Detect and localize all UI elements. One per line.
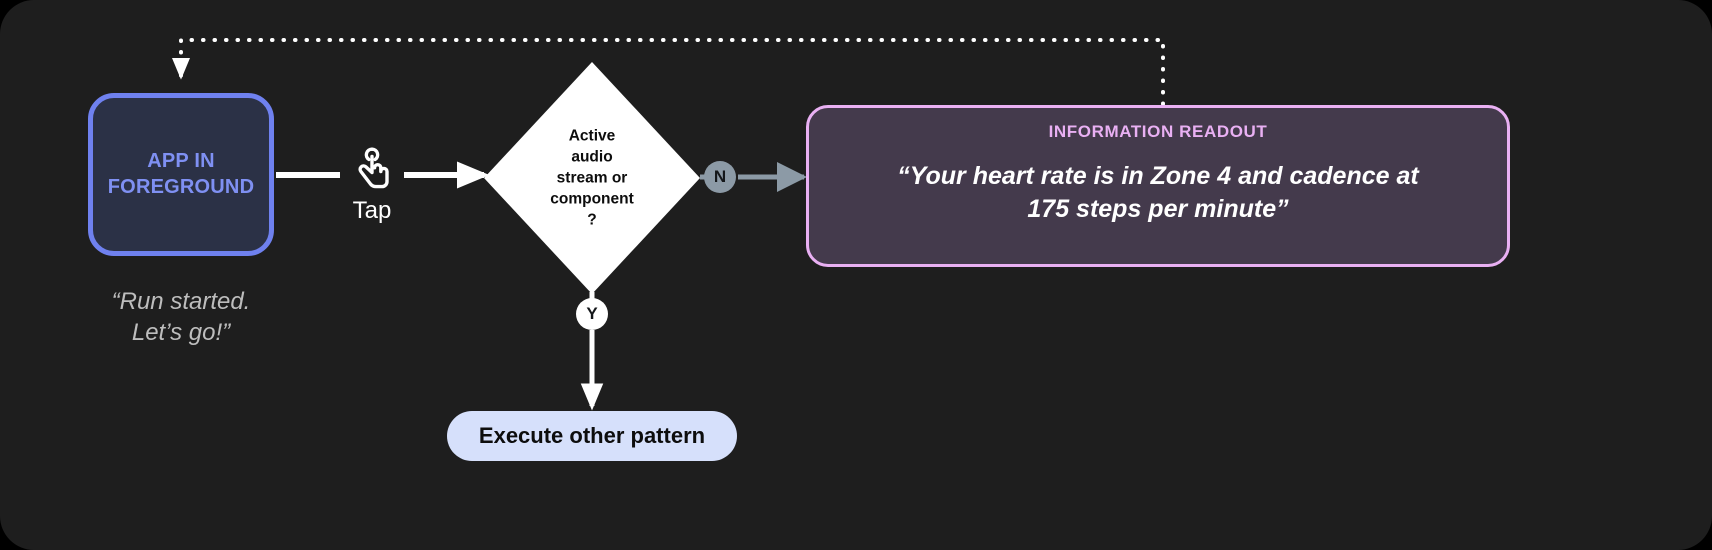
decision-line5: ? bbox=[587, 211, 597, 229]
decision-line4: component bbox=[550, 190, 634, 208]
decision-line1: Active bbox=[568, 127, 616, 145]
node-decision-audio-stream[interactable]: Active audio stream or component ? bbox=[484, 62, 700, 294]
readout-title: INFORMATION READOUT bbox=[1048, 122, 1268, 141]
app-caption-line2: Let’s go!” bbox=[131, 319, 231, 347]
badge-no: N bbox=[704, 161, 736, 193]
decision-line3: stream or bbox=[556, 169, 628, 187]
node-app-in-foreground[interactable]: APP IN FOREGROUND bbox=[88, 93, 274, 256]
app-box-label-line1: APP IN bbox=[147, 149, 215, 172]
node-execute-other-pattern[interactable]: Execute other pattern bbox=[447, 411, 737, 461]
badge-no-label: N bbox=[713, 167, 727, 186]
badge-yes-label: Y bbox=[586, 304, 598, 323]
app-box-caption: “Run started. Let’s go!” bbox=[78, 286, 284, 348]
execute-pill-label: Execute other pattern bbox=[478, 423, 706, 448]
badge-yes: Y bbox=[576, 298, 608, 330]
readout-body: “Your heart rate is in Zone 4 and cadenc… bbox=[839, 160, 1477, 226]
decision-line2: audio bbox=[571, 148, 613, 166]
app-box-label: APP IN FOREGROUND bbox=[108, 149, 254, 200]
tap-hand-icon bbox=[358, 147, 389, 189]
app-box-label-line2: FOREGROUND bbox=[107, 175, 255, 198]
app-caption-line1: “Run started. bbox=[111, 288, 251, 315]
tap-interaction-group[interactable]: Tap bbox=[338, 145, 406, 223]
decision-diamond-label: Active audio stream or component ? bbox=[517, 125, 667, 230]
readout-body-line1: “Your heart rate is in Zone 4 and cadenc… bbox=[897, 162, 1419, 190]
node-information-readout[interactable]: INFORMATION READOUT “Your heart rate is … bbox=[806, 105, 1510, 267]
readout-body-line2: 175 steps per minute” bbox=[1027, 195, 1289, 223]
tap-label: Tap bbox=[352, 197, 392, 224]
